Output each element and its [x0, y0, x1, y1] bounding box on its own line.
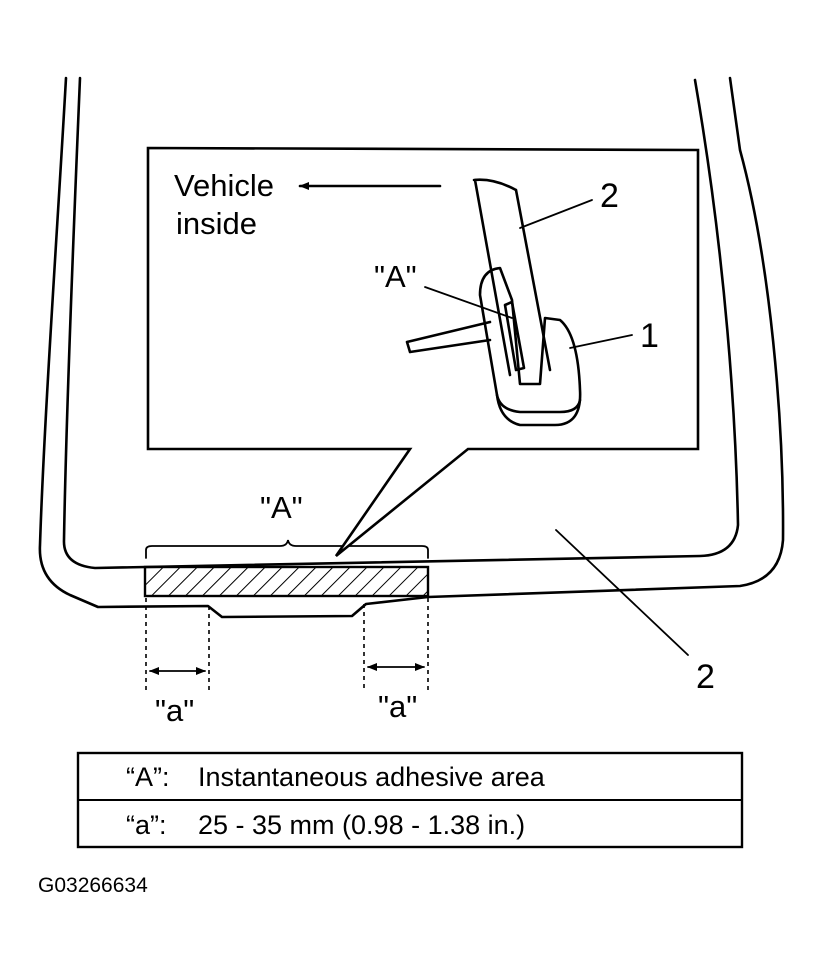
detail-clip-part — [478, 266, 582, 427]
glass-inner-outline — [62, 76, 740, 570]
adhesive-brace — [145, 539, 429, 559]
detail-clip-flange — [495, 393, 582, 414]
area-A-main-label: "A" — [260, 490, 303, 525]
area-A-detail-label: "A" — [374, 259, 417, 294]
leader-part-2-main — [555, 529, 689, 656]
legend-value-a: 25 - 35 mm (0.98 - 1.38 in.) — [198, 810, 525, 840]
detail-inset-box — [146, 146, 700, 558]
dim-a-left-label: "a" — [155, 693, 194, 728]
legend-value-A: Instantaneous adhesive area — [198, 762, 546, 792]
part-1-label: 1 — [640, 317, 659, 355]
part-2-detail-label: 2 — [600, 177, 619, 215]
vehicle-inside-label-line1: Vehicle — [174, 168, 274, 203]
figure-code: G03266634 — [38, 874, 148, 897]
legend-table: “A”: Instantaneous adhesive area “a”: 25… — [76, 751, 744, 849]
legend-key-a: “a”: — [126, 810, 167, 840]
leader-part-2-detail — [519, 199, 593, 229]
vehicle-inside-label-line2: inside — [176, 206, 257, 241]
leader-part-1 — [569, 334, 633, 349]
leader-area-A-detail — [424, 286, 513, 319]
part-2-main-label: 2 — [696, 658, 715, 696]
dim-a-right-label: "a" — [378, 689, 417, 724]
detail-adhesive-layer — [503, 300, 526, 372]
detail-glass-edge — [405, 320, 492, 354]
adhesive-strip — [143, 565, 430, 598]
glass-outer-outline — [38, 76, 785, 619]
legend-key-A: “A”: — [126, 762, 170, 792]
